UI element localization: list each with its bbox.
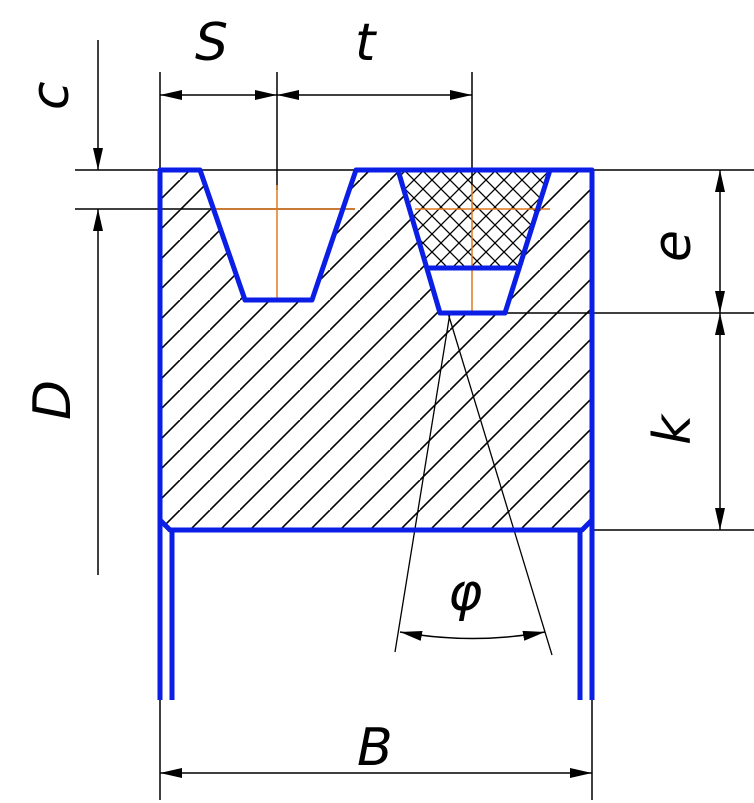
belt-section xyxy=(398,170,550,268)
pulley-outline xyxy=(157,167,595,700)
label-d: D xyxy=(23,380,83,420)
phi-leg-left xyxy=(394,312,451,653)
phi-arc xyxy=(399,630,546,641)
pulley-section-hatch xyxy=(160,170,592,530)
label-phi: φ xyxy=(448,563,482,623)
phi-leg-right xyxy=(447,312,553,656)
label-b: B xyxy=(357,718,393,778)
centerlines xyxy=(215,185,550,313)
label-s: S xyxy=(195,13,228,73)
label-e: e xyxy=(643,230,703,262)
label-c: c xyxy=(21,81,81,110)
label-t: t xyxy=(355,13,377,73)
label-k: k xyxy=(643,413,703,445)
